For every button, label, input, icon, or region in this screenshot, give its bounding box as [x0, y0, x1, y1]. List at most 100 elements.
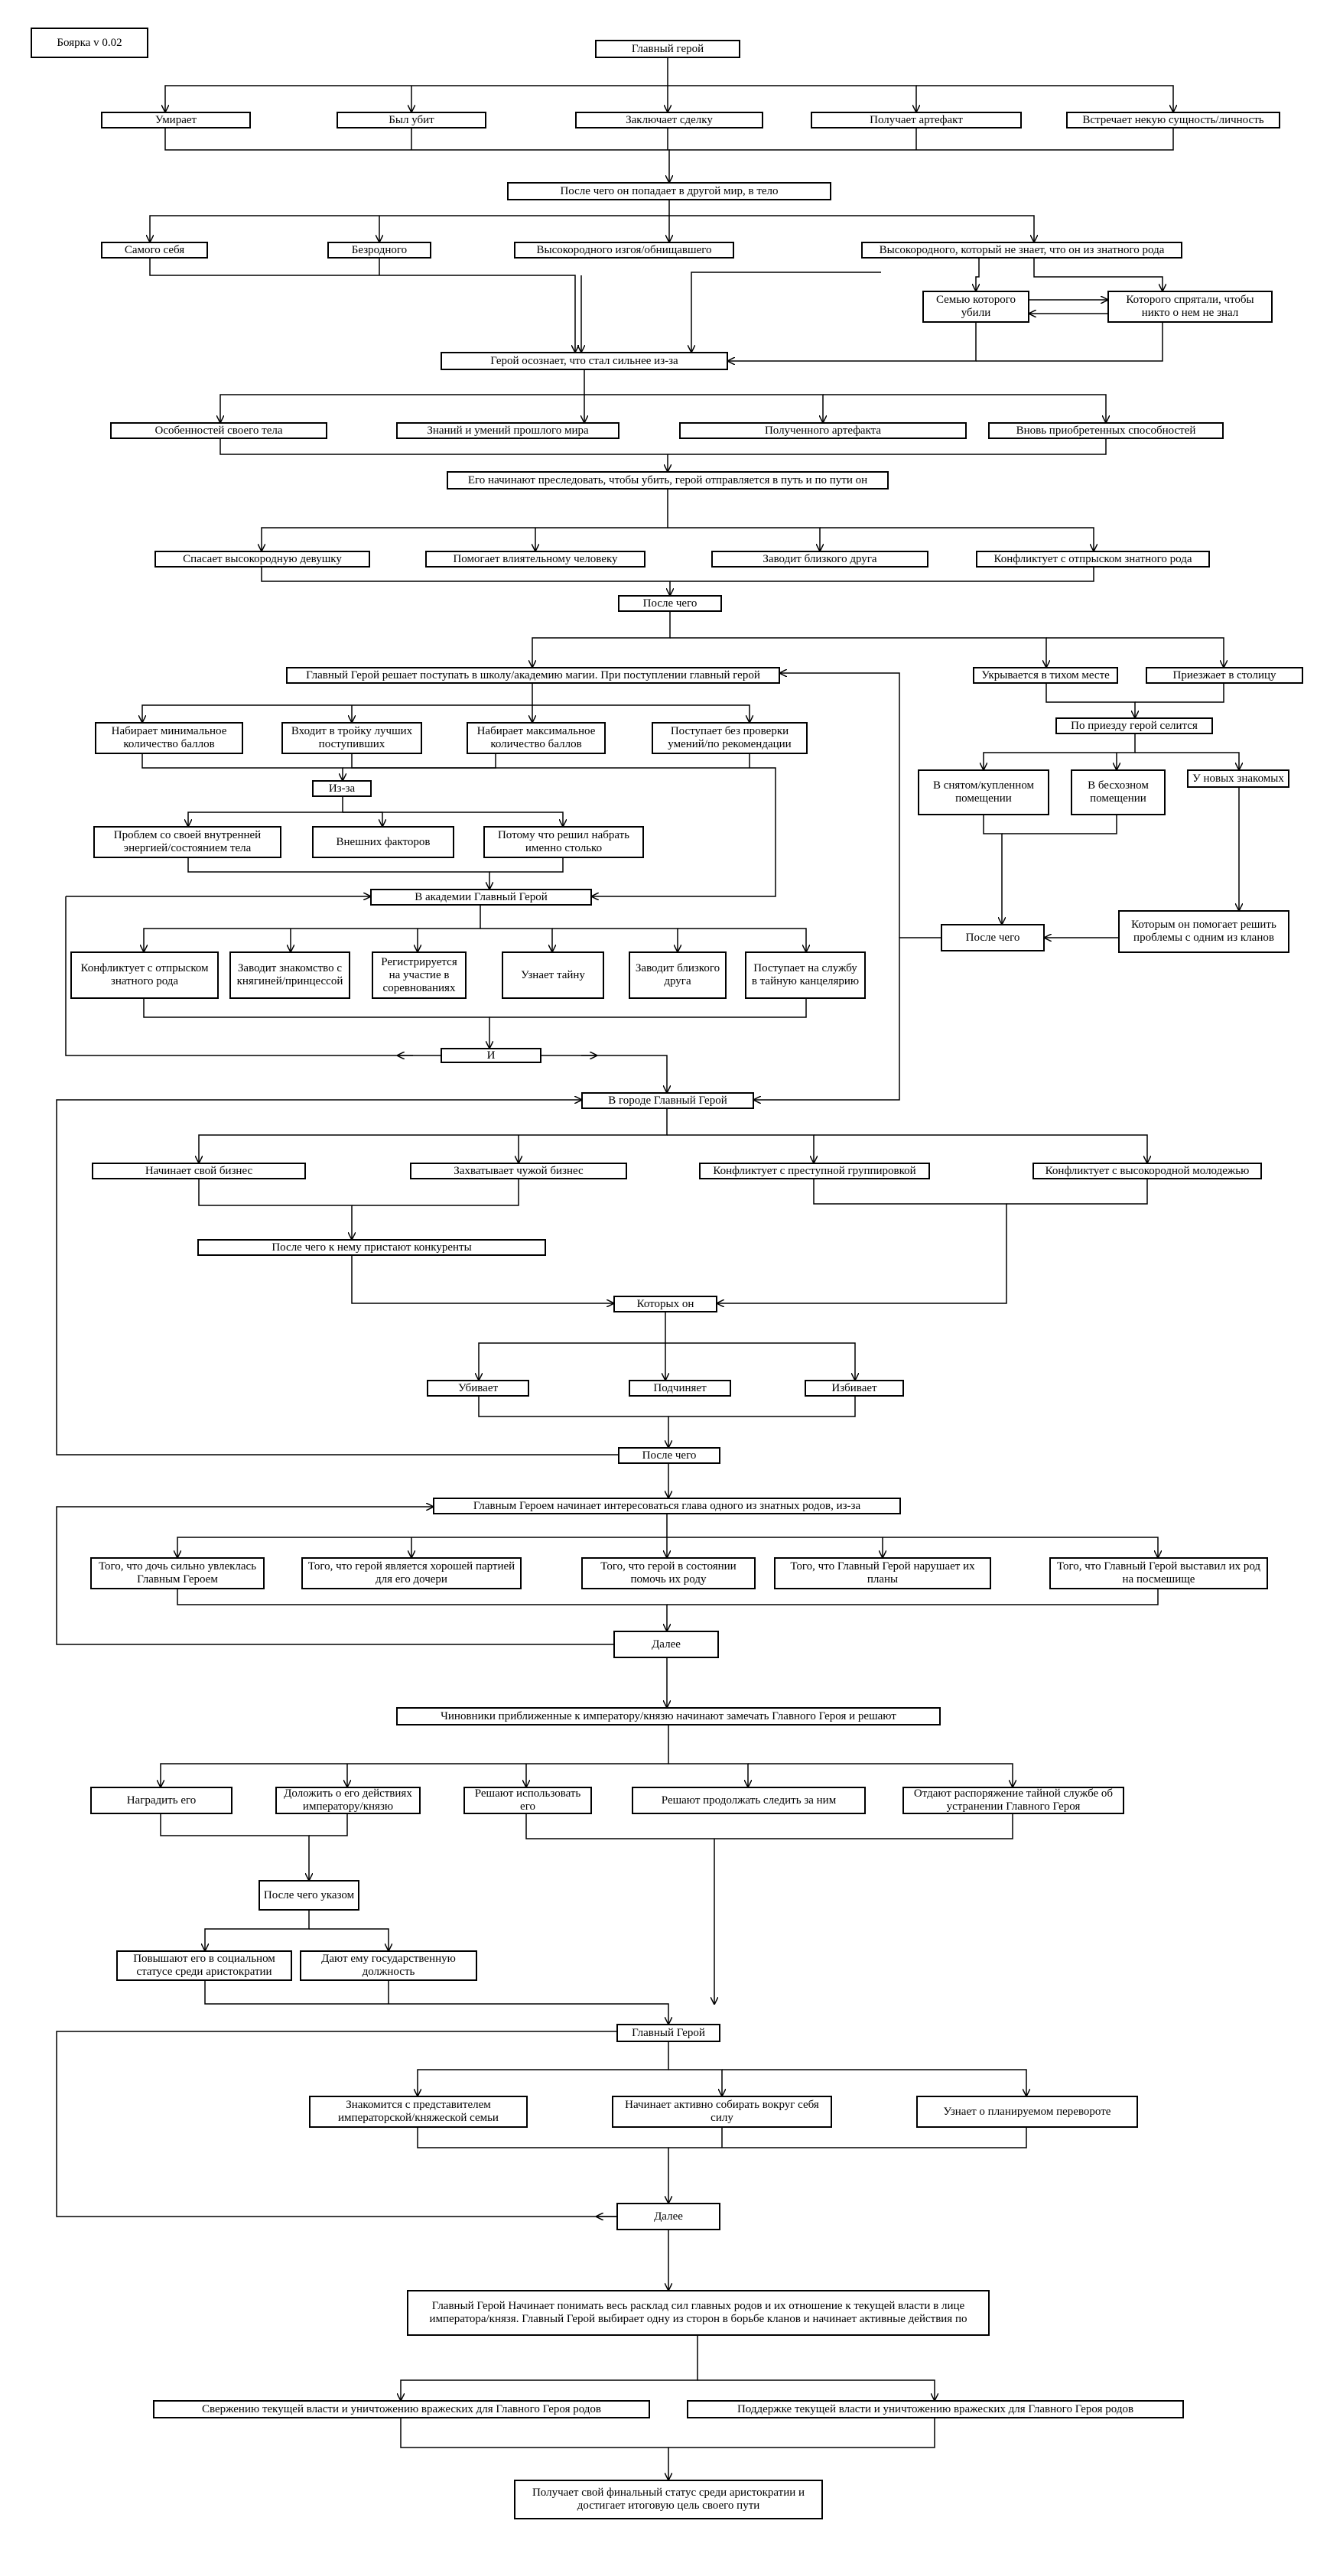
node-officials: Чиновники приближенные к императору/княз…: [396, 1707, 941, 1725]
node-meets-royal: Знакомится с представителем императорско…: [309, 2096, 528, 2128]
node-knowledge: Знаний и умений прошлого мира: [396, 422, 619, 439]
edge-city-own: [199, 1109, 668, 1163]
edge-head-daughter: [177, 1514, 668, 1557]
edge-coup-further: [668, 2128, 1027, 2148]
node-own-business: Начинает свой бизнес: [92, 1163, 306, 1179]
edge-und-support: [698, 2379, 935, 2400]
edge-reasons-academy: [187, 858, 489, 889]
node-new-friends: У новых знакомых: [1187, 769, 1289, 788]
edge-reasons-further: [177, 1589, 667, 1631]
node-makes-friend-2: Заводит близкого друга: [629, 951, 727, 999]
node-whom: Которых он: [613, 1296, 717, 1312]
node-saves-girl: Спасает высокородную девушку: [154, 551, 370, 568]
edge-outcomes-merge: [164, 128, 669, 182]
edge-youth-whom: [1006, 1179, 1148, 1205]
edge-chose-academy: [489, 858, 564, 873]
node-watch: Решают продолжать следить за ним: [632, 1787, 866, 1814]
node-beats: Избивает: [805, 1380, 904, 1397]
node-no-check: Поступает без проверки умений/по рекомен…: [652, 722, 808, 754]
edge-max-because: [343, 754, 496, 769]
edge-overthrow-final: [400, 2418, 668, 2480]
node-understands: Главный Герой Начинает понимать весь рас…: [407, 2290, 990, 2336]
node-further-1: Далее: [613, 1631, 719, 1658]
edge-gang-whom: [717, 1179, 1007, 1303]
node-subdues: Подчиняет: [629, 1380, 731, 1397]
edge-after-city-loop: [56, 1100, 618, 1456]
edge-events-after: [261, 568, 670, 595]
edge-ow-unaware: [669, 215, 1034, 242]
node-can-help: Того, что герой в состоянии помочь их ро…: [581, 1557, 756, 1589]
node-external: Внешних факторов: [312, 826, 454, 858]
version-label: Боярка v 0.02: [31, 28, 148, 58]
node-good-match: Того, что герой является хорошей партией…: [301, 1557, 522, 1589]
edge-settle-friends: [1135, 752, 1239, 769]
edge-group: [56, 58, 1239, 2480]
edge-pursued-girl: [262, 490, 668, 551]
node-raise-status: Повышают его в социальном статусе среди …: [116, 1950, 292, 1981]
edge-top-academy: [351, 754, 776, 896]
edge-after-academy: [532, 612, 671, 667]
edge-support-final: [668, 2418, 935, 2448]
edge-comp-whom: [351, 1256, 613, 1303]
edge-pursued-friend: [668, 527, 820, 551]
edge-beats-after: [668, 1397, 856, 1417]
edge-off-eliminate: [748, 1763, 1013, 1787]
node-registers: Регистрируется на участие в соревнования…: [372, 951, 467, 999]
node-stronger: Герой осознает, что стал сильнее из-за: [441, 352, 728, 370]
node-conflict-youth: Конфликтует с высокородной молодежью: [1032, 1163, 1262, 1179]
edge-because-external: [343, 812, 382, 826]
node-arrival-settles: По приезду герой селится: [1055, 717, 1213, 734]
node-after-decree: После чего указом: [259, 1880, 359, 1911]
edge-decree-post: [309, 1928, 389, 1950]
node-noble-unaware: Высокородного, который не знает, что он …: [861, 242, 1182, 259]
edge-own-comp: [198, 1179, 352, 1239]
edge-stronger-body: [220, 370, 585, 422]
edge-reward-decree: [160, 1814, 309, 1880]
edge-whom-kills: [479, 1312, 666, 1380]
edge-decree-status: [205, 1911, 310, 1950]
node-rented: В снятом/купленном помещении: [918, 769, 1049, 815]
edge-pursued-conflict: [820, 527, 1094, 551]
node-conflict-gang: Конфликтует с преступной группировкой: [699, 1163, 930, 1179]
node-ridicule: Того, что Главный Герой выставил их род …: [1049, 1557, 1268, 1589]
edge-hidden-stronger: [976, 323, 1163, 362]
node-artifact-get: Получает артефакт: [811, 112, 1022, 128]
edge-because-inner: [188, 797, 343, 826]
edge-seize-comp: [352, 1179, 519, 1206]
node-dies: Умирает: [101, 112, 251, 128]
edge-hide-settle: [1045, 684, 1135, 717]
node-conflict-noble-1: Конфликтует с отпрыском знатного рода: [976, 551, 1210, 568]
edge-acad-friend: [552, 928, 678, 951]
edge-hero2-gathers: [668, 2069, 722, 2096]
edge-hero2-coup: [722, 2069, 1026, 2096]
node-makes-friend-1: Заводит близкого друга: [711, 551, 928, 568]
edge-after-side-academy: [780, 673, 900, 938]
node-artifact-received: Полученного артефакта: [679, 422, 967, 439]
edge-unaware-stronger: [691, 272, 881, 352]
node-seizes-business: Захватывает чужой бизнес: [410, 1163, 627, 1179]
edge-city-gang: [667, 1134, 814, 1163]
node-reward: Наградить его: [90, 1787, 233, 1814]
edge-hero2-royal: [418, 2042, 669, 2096]
node-further-2: Далее: [616, 2203, 720, 2230]
edge-rented-after: [983, 815, 1002, 924]
node-in-city: В городе Главный Герой: [581, 1092, 754, 1109]
edge-und-overthrow: [401, 2336, 698, 2400]
node-rootless: Безродного: [327, 242, 431, 259]
node-kills: Убивает: [427, 1380, 529, 1397]
edge-acad-secret: [480, 928, 552, 951]
edge-report-decree: [309, 1814, 348, 1836]
edge-further-head-loop: [56, 1507, 613, 1645]
node-gathers: Начинает активно собирать вокруг себя си…: [612, 2096, 832, 2128]
node-coup: Узнает о планируемом перевороте: [916, 2096, 1138, 2128]
node-head-interest: Главным Героем начинает интересоваться г…: [433, 1498, 901, 1514]
edge-reasons-further-2: [667, 1589, 1159, 1605]
node-free-room: В бесхозном помещении: [1071, 769, 1166, 815]
node-top-three: Входит в тройку лучших поступивших: [281, 722, 422, 754]
edge-ow-self: [150, 200, 670, 242]
node-final: Получает свой финальный статус среди ари…: [514, 2480, 823, 2519]
node-academy-enroll: Главный Герой решает поступать в школу/а…: [286, 667, 780, 684]
edge-city-youth: [814, 1134, 1147, 1163]
edge-hero-further-loop: [56, 2031, 616, 2217]
